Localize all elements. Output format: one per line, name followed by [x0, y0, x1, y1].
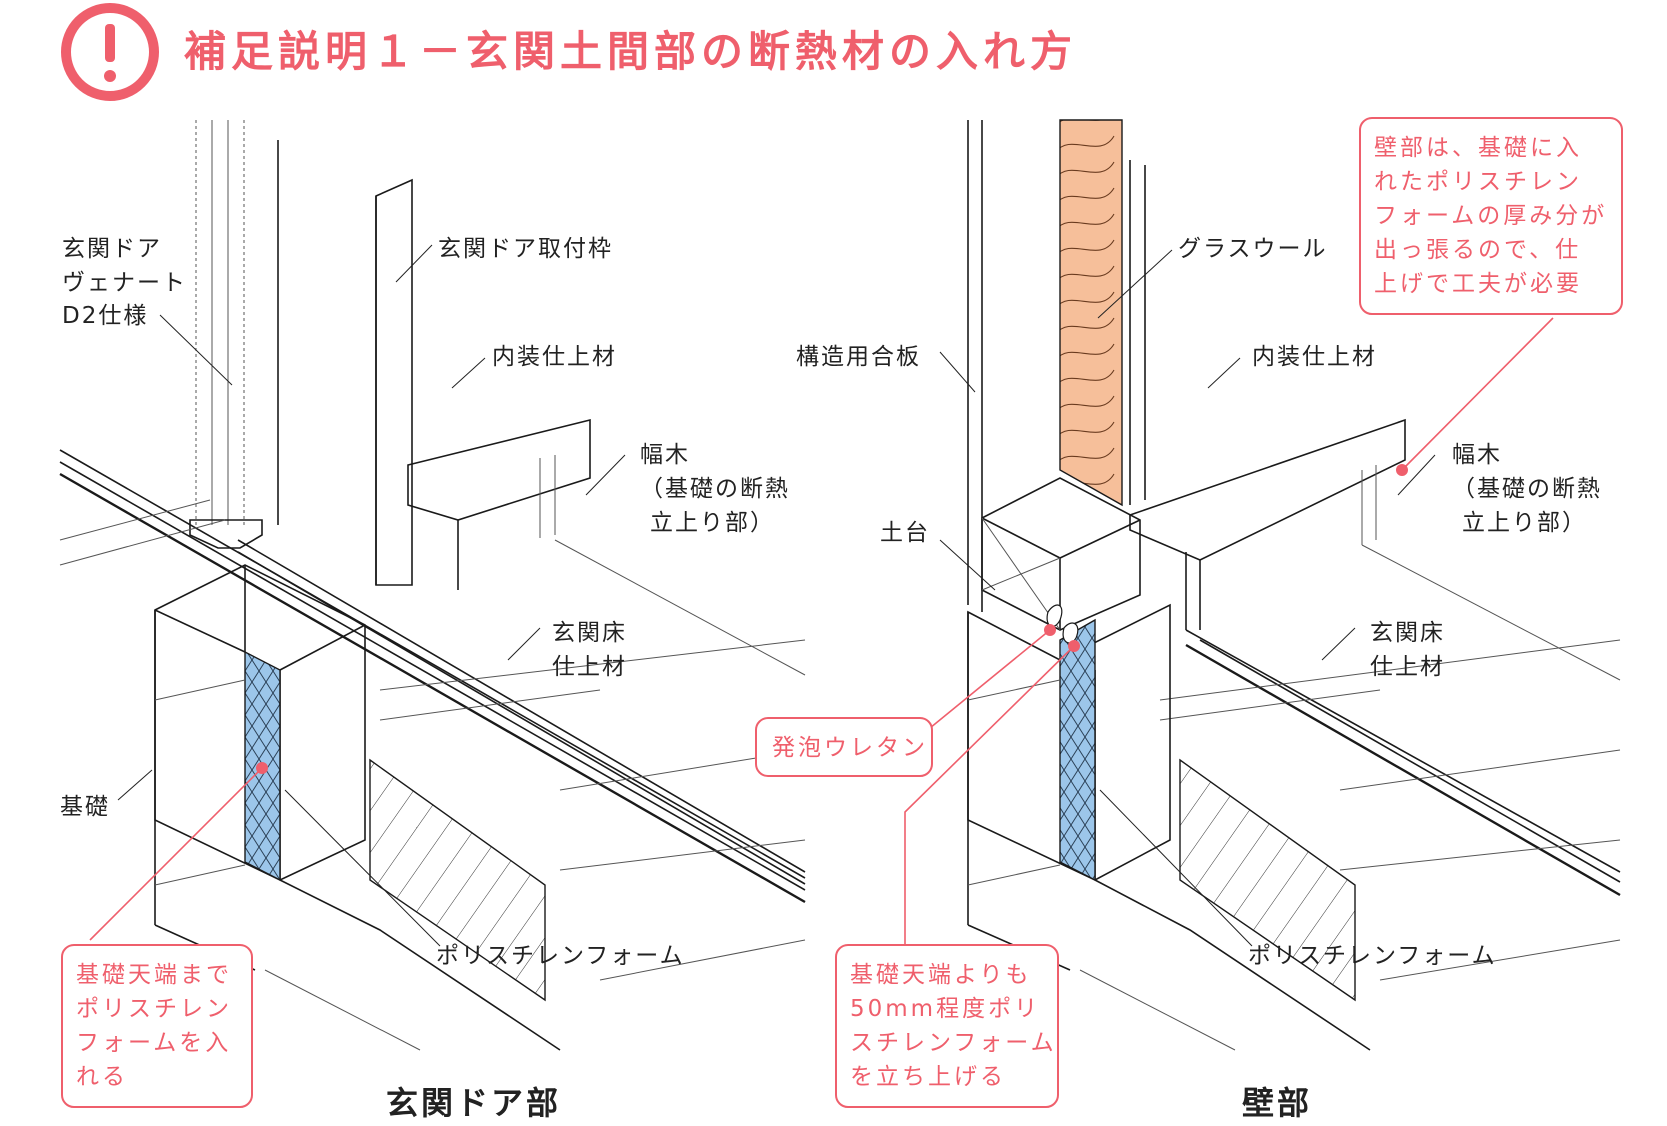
left-labels: 玄関ドア ヴェナート D2仕様 玄関ドア取付枠 内装仕上材 幅木 （基礎の断熱 …: [60, 236, 790, 969]
label-baseboard-right-2: （基礎の断熱: [1452, 476, 1602, 502]
note-urethane: 発泡ウレタン: [772, 735, 928, 761]
note-top-right-box: 壁部は、基礎に入 れたポリスチレン フォームの厚み分が 出っ張るので、仕 上げで…: [1359, 117, 1623, 315]
label-baseboard-2: （基礎の断熱: [640, 476, 790, 502]
eps-insulation-right: [1059, 618, 1096, 882]
right-labels: グラスウール 構造用合板 内装仕上材 幅木 （基礎の断熱 立上り部） 土台 玄関…: [796, 236, 1602, 969]
label-baseboard-1: 幅木: [640, 442, 690, 468]
label-door-2: ヴェナート: [62, 270, 187, 296]
right-diagram-wall: [904, 119, 1621, 1051]
note-bottom-line-4: を立ち上げる: [850, 1064, 1006, 1090]
note-urethane-box: 発泡ウレタン: [755, 717, 933, 777]
note-left-line-1: 基礎天端まで: [76, 962, 232, 988]
note-left-line-3: フォームを入: [76, 1030, 231, 1056]
page-title: 補足説明１－玄関土間部の断熱材の入れ方: [184, 27, 1077, 76]
note-top-line-4: 出っ張るので、仕: [1374, 237, 1581, 263]
note-top-line-2: れたポリスチレン: [1374, 169, 1582, 195]
caption-door-section: 玄関ドア部: [386, 1084, 561, 1122]
note-top-line-5: 上げで工夫が必要: [1374, 271, 1582, 297]
note-left-box: 基礎天端まで ポリスチレン フォームを入 れる: [61, 944, 253, 1108]
label-baseboard-right-3: 立上り部）: [1462, 510, 1587, 536]
label-foundation: 基礎: [60, 794, 110, 820]
header: 補足説明１－玄関土間部の断熱材の入れ方: [61, 3, 1077, 101]
label-floor-right-1: 玄関床: [1370, 620, 1445, 646]
label-floor-1: 玄関床: [552, 620, 627, 646]
label-door-frame: 玄関ドア取付枠: [438, 236, 613, 262]
glass-wool-insulation: [1059, 119, 1123, 507]
label-eps: ポリスチレンフォーム: [436, 943, 685, 969]
label-interior-finish: 内装仕上材: [492, 344, 617, 370]
label-floor-right-2: 仕上材: [1370, 654, 1445, 680]
label-sill: 土台: [880, 520, 930, 546]
label-interior-finish-right: 内装仕上材: [1252, 344, 1377, 370]
label-floor-2: 仕上材: [552, 654, 627, 680]
left-diagram-door: [59, 120, 806, 1051]
label-baseboard-right-1: 幅木: [1452, 442, 1502, 468]
label-door-1: 玄関ドア: [62, 236, 162, 262]
note-left-line-2: ポリスチレン: [76, 996, 232, 1022]
note-bottom-line-3: スチレンフォーム: [850, 1030, 1057, 1056]
note-bottom-right-box: 基礎天端よりも 50mm程度ポリ スチレンフォーム を立ち上げる: [835, 944, 1059, 1108]
caption-wall-section: 壁部: [1242, 1084, 1312, 1122]
note-bottom-line-1: 基礎天端よりも: [850, 962, 1032, 988]
label-eps-right: ポリスチレンフォーム: [1248, 943, 1497, 969]
note-bottom-line-2: 50mm程度ポリ: [850, 996, 1040, 1022]
label-plywood: 構造用合板: [796, 344, 921, 370]
exclamation-circle-icon: [61, 3, 159, 101]
note-left-line-4: れる: [76, 1064, 128, 1090]
note-top-line-1: 壁部は、基礎に入: [1374, 135, 1582, 161]
label-glasswool: グラスウール: [1178, 236, 1328, 262]
label-baseboard-3: 立上り部）: [650, 510, 775, 536]
label-door-3: D2仕様: [62, 303, 148, 329]
note-top-line-3: フォームの厚み分が: [1374, 203, 1607, 229]
